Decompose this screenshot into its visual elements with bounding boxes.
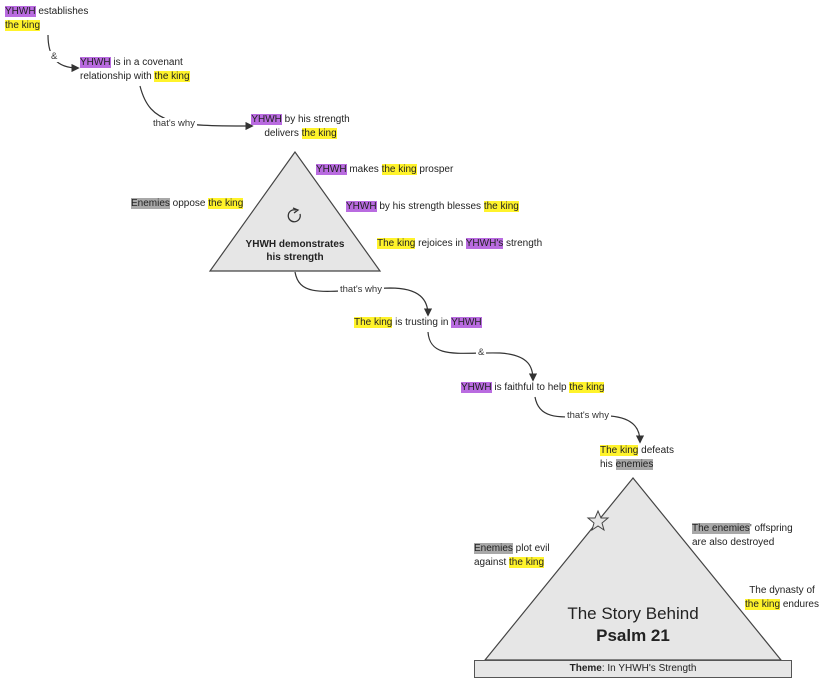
node-covenant: YHWH is in a covenant relationship with … (80, 57, 190, 82)
star-icon (586, 509, 610, 532)
connector-label-why-1: that's why (151, 118, 197, 129)
theme-label: Theme (569, 663, 602, 674)
node-defeats: The king defeats his enemies (600, 445, 674, 470)
note-plot-evil: Enemies plot evil against the king (474, 543, 550, 568)
connector-4 (427, 331, 538, 382)
node-faithful: YHWH is faithful to help the king (461, 382, 605, 393)
node-trusting: The king is trusting in YHWH (354, 317, 482, 328)
note-enemies-oppose: Enemies oppose the king (131, 198, 244, 209)
connector-label-and-2: & (476, 347, 487, 358)
note-blesses: YHWH by his strength blesses the king (346, 201, 519, 212)
story-title-line1: The Story Behind (567, 604, 699, 623)
connector-label-and-1: & (49, 51, 60, 62)
node-delivers: YHWH by his strength delivers the king (251, 114, 350, 139)
theme-text: : In YHWH's Strength (601, 663, 697, 674)
cycle-icon (287, 207, 301, 223)
note-makes-prosper: YHWH makes the king prosper (316, 164, 454, 175)
note-offspring-destroyed: The enemies' offspring are also destroye… (692, 523, 793, 548)
note-rejoices: The king rejoices in YHWH's strength (377, 238, 543, 249)
triangle-1-label: YHWH demonstrates his strength (245, 239, 345, 263)
theme-bar: Theme: In YHWH's Strength (474, 660, 792, 678)
story-title-line2: Psalm 21 (596, 626, 670, 645)
node-yhwh-establishes: YHWH establishes the king (5, 6, 89, 31)
note-dynasty-endures: The dynasty of the king endures (745, 585, 819, 610)
connector-label-why-2: that's why (338, 284, 384, 295)
connector-label-why-3: that's why (565, 410, 611, 421)
